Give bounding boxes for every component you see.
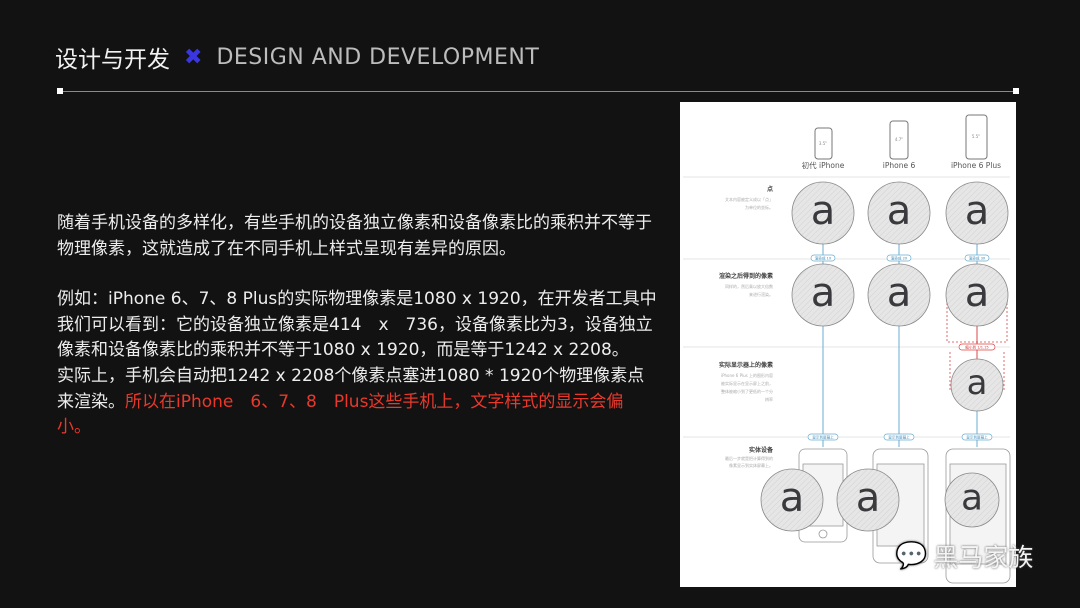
row-desc: 文本内容被定义成以「点」 bbox=[725, 196, 773, 202]
row-dividers bbox=[683, 176, 1010, 438]
glyph-a: a bbox=[780, 475, 805, 521]
glyph-a: a bbox=[887, 188, 912, 234]
paragraph-intro: 随着手机设备的多样化，有些手机的设备独立像素和设备像素比的乘积并不等于物理像素，… bbox=[57, 213, 652, 259]
screen-size-label: 3.5" bbox=[819, 141, 827, 146]
row-desc: 最后一步就是把计算得到的 bbox=[725, 455, 773, 461]
row-title: 实体设备 bbox=[749, 446, 774, 454]
glyph-a: a bbox=[811, 188, 836, 234]
glyph-circle bbox=[791, 263, 855, 327]
glyph-circle bbox=[867, 181, 931, 245]
glyph-a: a bbox=[811, 270, 836, 316]
glyph-circle bbox=[945, 263, 1009, 327]
device-label: iPhone 6 Plus bbox=[951, 161, 1001, 170]
watermark-text: 黑马家族 bbox=[933, 543, 1034, 572]
title-chinese: 设计与开发 bbox=[55, 47, 170, 73]
conclusion-text: 实际上，手机会自动把1242 x 2208个像素点塞进1080 * 1920个物… bbox=[57, 365, 645, 412]
slide-header: 设计与开发 ✖ DESIGN AND DEVELOPMENT bbox=[55, 40, 539, 74]
cross-icon: ✖ bbox=[184, 44, 203, 70]
paragraph-conclusion: 实际上，手机会自动把1242 x 2208个像素点塞进1080 * 1920个物… bbox=[57, 364, 657, 441]
glyph-a: a bbox=[961, 478, 983, 519]
badge-render-1x: 渲染成 1X bbox=[815, 256, 832, 261]
phone-icon-6plus bbox=[965, 114, 988, 160]
glyph-circle bbox=[867, 263, 931, 327]
row-desc: 辨率 bbox=[765, 396, 773, 402]
row-title: 渲染之后得到的像素 bbox=[719, 272, 773, 280]
glyph-circle bbox=[760, 468, 824, 532]
badge-render-2x: 渲染成 2X bbox=[891, 256, 908, 261]
glyph-circle bbox=[944, 472, 1000, 528]
row-desc: 整体被缩小到了更低的一个分 bbox=[721, 388, 773, 394]
device-label: 初代 iPhone bbox=[802, 160, 845, 170]
glyph-circle bbox=[836, 468, 900, 532]
glyph-circle bbox=[950, 358, 1004, 412]
row-desc: 被实际显示在显示屏上之前， bbox=[721, 380, 773, 386]
glyph-a: a bbox=[965, 188, 990, 234]
pixel-rendering-diagram: 3.5" 4.7" 5.5" 初代 iPhone iPhone 6 iPhone… bbox=[680, 102, 1016, 587]
body-text: 随着手机设备的多样化，有些手机的设备独立像素和设备像素比的乘积并不等于物理像素，… bbox=[57, 211, 657, 441]
badge-downsample: 缩小到 1/1.15 bbox=[965, 345, 988, 350]
glyph-a: a bbox=[887, 270, 912, 316]
screen-size-label: 4.7" bbox=[895, 137, 903, 142]
glyph-a: a bbox=[965, 270, 990, 316]
badge-display: 显示到屏幕上 bbox=[966, 435, 988, 440]
row-desc: 同样的，然后乘以放大倍数 bbox=[725, 283, 773, 289]
paragraph-example: 例如：iPhone 6、7、8 Plus的实际物理像素是1080 x 1920，… bbox=[57, 289, 657, 361]
glyph-a: a bbox=[967, 363, 988, 403]
device-label: iPhone 6 bbox=[883, 161, 916, 170]
title-english: DESIGN AND DEVELOPMENT bbox=[216, 44, 540, 70]
watermark: 💬 黑马家族 bbox=[895, 538, 1033, 574]
badge-display: 显示到屏幕上 bbox=[888, 435, 910, 440]
divider-endpoint-right bbox=[1013, 88, 1019, 94]
header-divider bbox=[60, 91, 1016, 92]
phone-icon-original bbox=[814, 127, 833, 160]
divider-endpoint-left bbox=[57, 88, 63, 94]
row-desc: iPhone 6 Plus 上的图形内容 bbox=[721, 372, 773, 378]
row-title: 点 bbox=[767, 185, 773, 193]
row-labels: 点 文本内容被定义成以「点」 为单位的坐标。 渲染之后得到的像素 同样的，然后乘… bbox=[719, 185, 774, 468]
glyph-circle bbox=[945, 181, 1009, 245]
screen-size-label: 5.5" bbox=[972, 134, 980, 139]
conclusion-highlight: 所以在iPhone 6、7、8 Plus这些手机上，文字样式的显示会偏小。 bbox=[57, 391, 624, 438]
badge-render-3x: 渲染成 3X bbox=[969, 256, 986, 261]
glyph-circle bbox=[791, 181, 855, 245]
phone-icon-6 bbox=[889, 120, 909, 160]
row-desc: 来进行渲染。 bbox=[749, 291, 773, 297]
glyph-a: a bbox=[856, 475, 881, 521]
badge-display: 显示到屏幕上 bbox=[812, 435, 834, 440]
row-desc: 像素显示到实体屏幕上。 bbox=[729, 462, 773, 468]
row-desc: 为单位的坐标。 bbox=[745, 204, 773, 210]
row-title: 实际显示器上的像素 bbox=[719, 361, 773, 369]
wechat-icon: 💬 bbox=[895, 541, 928, 571]
